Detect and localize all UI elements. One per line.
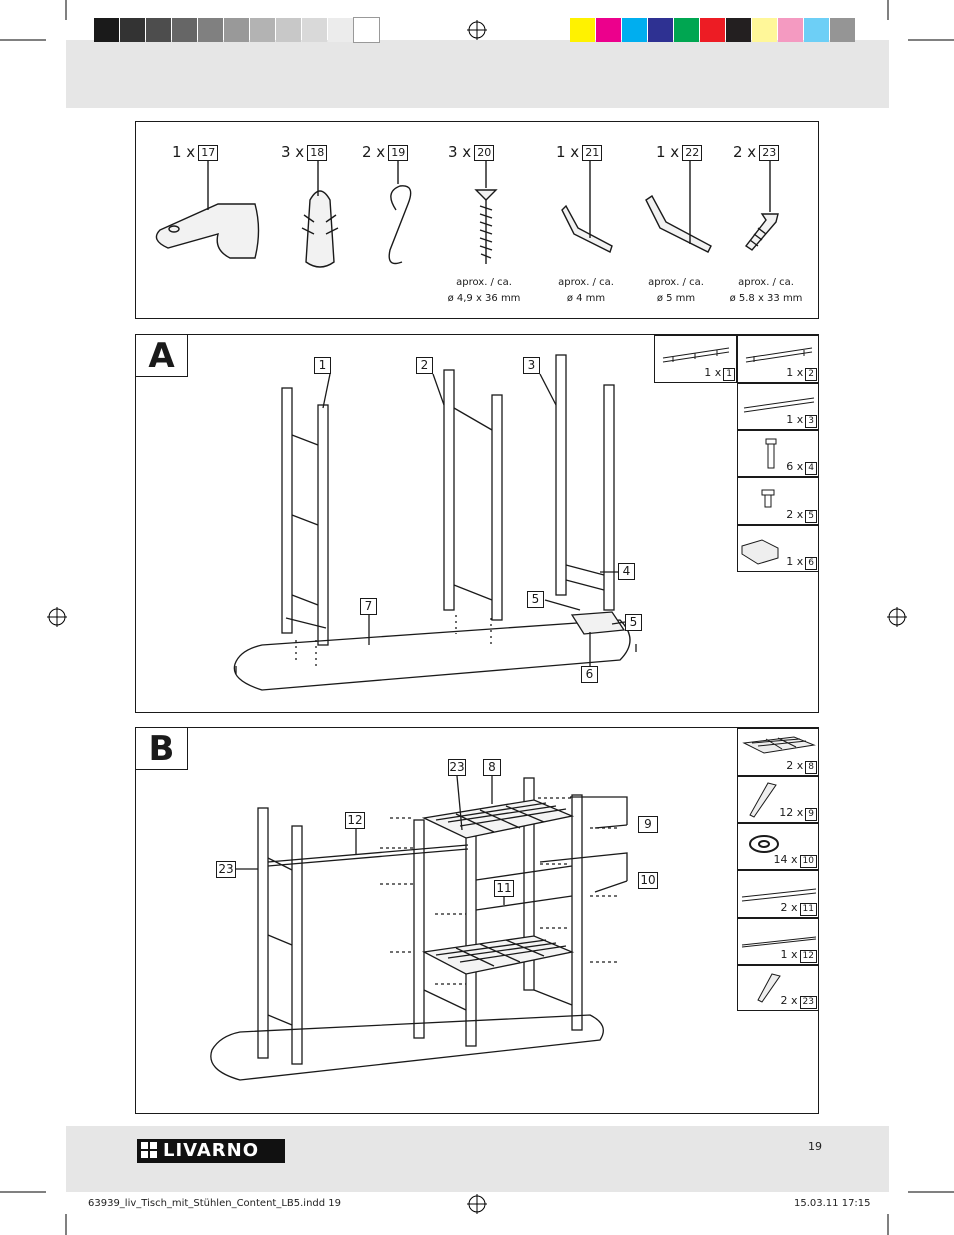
callout-5: 5	[527, 591, 544, 608]
callout-23: 23	[448, 759, 466, 776]
page-number: 19	[808, 1140, 822, 1153]
brand-logo: LIVARNO	[137, 1139, 285, 1163]
part-number: 23	[759, 144, 780, 161]
table-top-b	[210, 1014, 604, 1081]
shelf-8-bottom	[421, 935, 575, 975]
callout-8: 8	[483, 759, 501, 776]
part-22-caption: aprox. / ca.ø 5 mm	[648, 277, 704, 304]
header-band	[66, 40, 889, 108]
hex-key-large-icon	[645, 160, 712, 253]
step-a-illustration	[233, 354, 637, 691]
s-hook-icon	[388, 160, 412, 265]
callout-11: 11	[494, 880, 514, 897]
part-21-caption: aprox. / ca.ø 4 mm	[558, 277, 614, 304]
step-b-label: B	[136, 728, 188, 770]
bracket-clip-icon	[155, 160, 260, 259]
callout-12: 12	[345, 812, 365, 829]
part-23-caption: aprox. / ca.ø 5.8 x 33 mm	[729, 277, 803, 304]
callout-4: 4	[618, 563, 635, 580]
color-swatch	[596, 18, 621, 42]
color-swatch	[726, 18, 751, 42]
color-swatch	[328, 18, 353, 42]
color-swatch	[622, 18, 647, 42]
part-number: 21	[582, 144, 603, 161]
bolt-icon	[744, 160, 779, 251]
screw-icon	[474, 160, 498, 264]
color-swatch	[353, 17, 380, 43]
color-swatch	[830, 18, 855, 42]
color-swatch	[250, 18, 275, 42]
color-swatch	[804, 18, 829, 42]
callout-6: 6	[581, 666, 598, 683]
step-a-label: A	[136, 335, 188, 377]
color-swatch	[94, 18, 119, 42]
callout-23b: 23	[216, 861, 236, 878]
color-swatch	[570, 18, 595, 42]
color-swatch	[146, 18, 171, 42]
frame-2	[443, 369, 503, 621]
color-swatch	[700, 18, 725, 42]
file-slug: 63939_liv_Tisch_mit_Stühlen_Content_LB5.…	[88, 1198, 342, 1209]
registration-mark-icon	[47, 20, 907, 1214]
table-top	[233, 619, 631, 691]
callout-5b: 5	[625, 614, 642, 631]
file-date: 15.03.11 17:15	[794, 1198, 871, 1209]
hex-key-icon	[561, 160, 613, 253]
color-swatch	[276, 18, 301, 42]
part-20-caption: aprox. / ca.ø 4,9 x 36 mm	[447, 277, 521, 304]
color-swatch	[302, 18, 327, 42]
part-number: 20	[474, 144, 495, 161]
parts-illustrations	[155, 160, 779, 268]
callout-1: 1	[314, 357, 331, 374]
frame-3	[555, 354, 626, 635]
step-b-illustration	[210, 775, 628, 1081]
callout-10: 10	[638, 872, 658, 889]
brand-name: LIVARNO	[163, 1140, 260, 1161]
callout-7: 7	[360, 598, 377, 615]
color-swatch	[648, 18, 673, 42]
color-swatch	[198, 18, 223, 42]
color-swatch	[120, 18, 145, 42]
callout-2: 2	[416, 357, 433, 374]
part-number: 22	[682, 144, 703, 161]
color-swatch	[224, 18, 249, 42]
color-swatch	[172, 18, 197, 42]
color-swatch	[752, 18, 777, 42]
part-number: 18	[307, 144, 328, 161]
callout-9: 9	[638, 816, 658, 833]
callout-3: 3	[523, 357, 540, 374]
color-swatch	[778, 18, 803, 42]
color-swatch	[674, 18, 699, 42]
wall-plug-icon	[301, 160, 339, 268]
